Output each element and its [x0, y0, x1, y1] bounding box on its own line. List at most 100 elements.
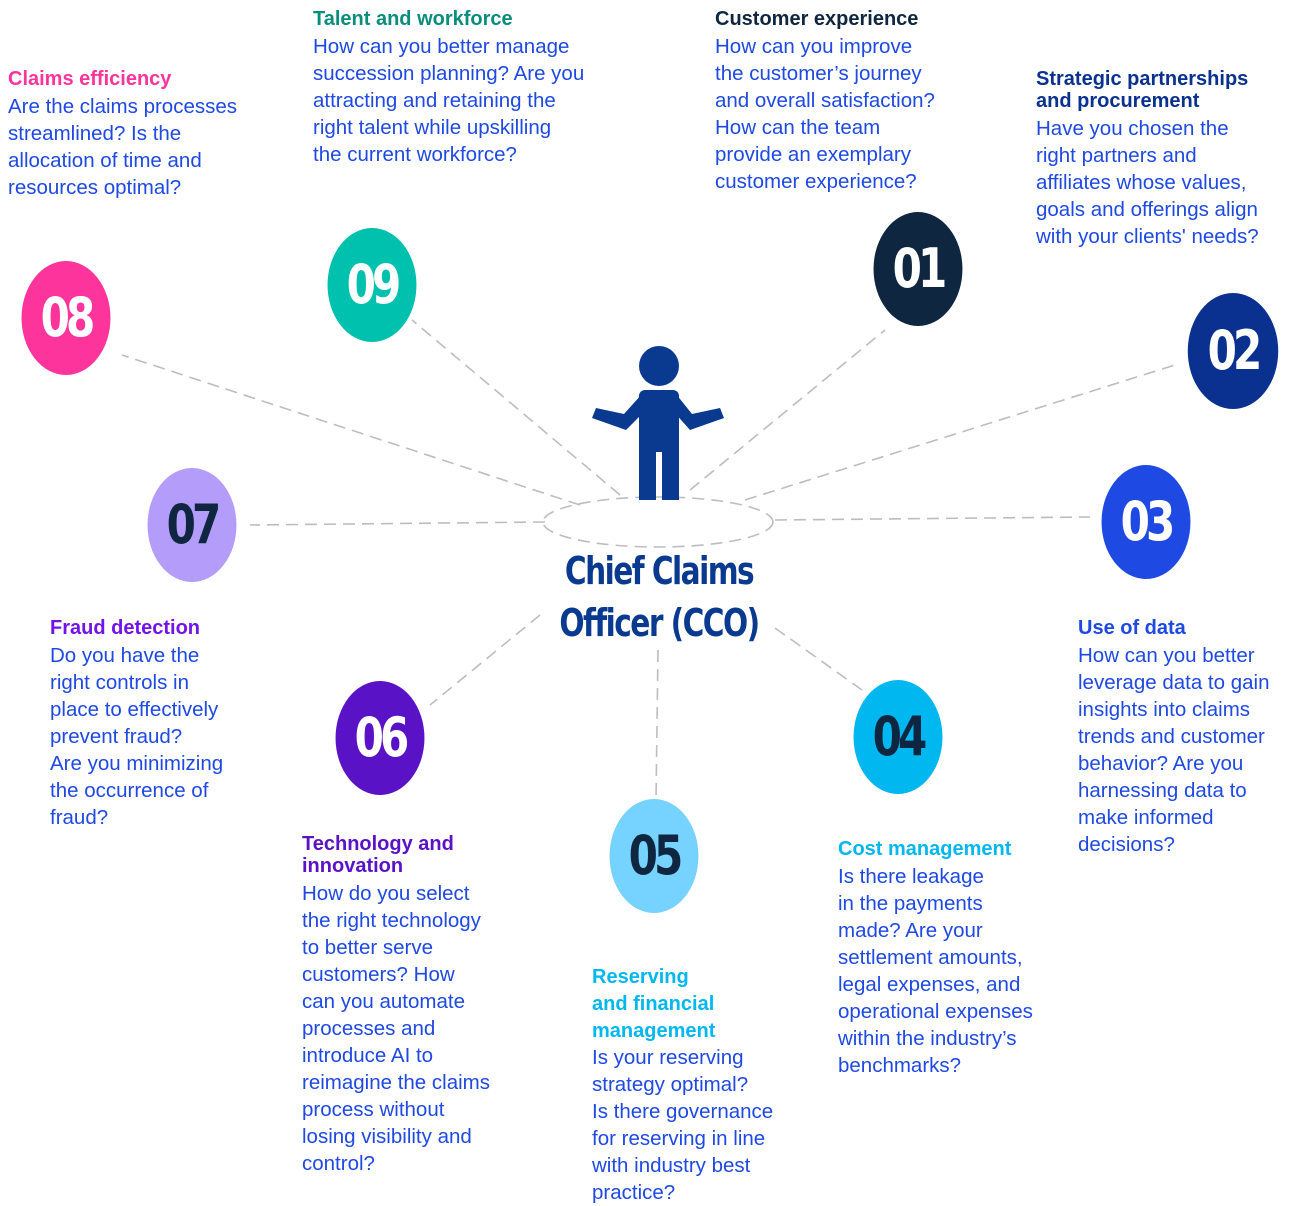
body-line: make informed [1078, 806, 1214, 829]
body-line: decisions? [1078, 833, 1175, 856]
block-title-07: Fraud detection [50, 617, 201, 639]
connector-08 [121, 354, 581, 506]
block-01: Customer experience How can you improve … [715, 8, 975, 195]
body-line: introduce AI to [302, 1044, 434, 1067]
body-line: behavior? Are you [1078, 752, 1244, 775]
circle-04: 04 [853, 680, 943, 794]
block-title-04: Cost management [838, 838, 1012, 860]
circle-03: 03 [1101, 465, 1191, 579]
cco-title-line2: Officer (CCO) [559, 601, 760, 645]
body-line: right talent while upskilling [313, 116, 552, 139]
block-08: Claims efficiency Are the claims process… [8, 68, 288, 201]
block-02: Strategic partnerships and procurement H… [1036, 68, 1298, 250]
body-line: resources optimal? [8, 176, 182, 199]
body-line: Is your reserving [592, 1046, 744, 1069]
block-title-02: Strategic partnerships and procurement [1036, 68, 1249, 112]
body-line: streamlined? Is the [8, 122, 182, 145]
block-06: Technology and innovation How do you sel… [302, 833, 532, 1177]
body-line: Are the claims processes [8, 95, 238, 118]
block-04: Cost management Is there leakage in the … [838, 838, 1068, 1079]
body-line: insights into claims [1078, 698, 1251, 721]
body-line: goals and offerings align [1036, 198, 1258, 221]
number-08: 08 [40, 286, 96, 349]
body-line: benchmarks? [838, 1054, 962, 1077]
block-title-06: Technology and innovation [302, 833, 454, 877]
body-line: Are you minimizing [50, 752, 224, 775]
body-line: can you automate [302, 990, 465, 1013]
body-line: the occurrence of [50, 779, 209, 802]
connector-04 [774, 627, 863, 691]
body-line: customer experience? [715, 170, 917, 193]
body-line: customers? How [302, 963, 455, 986]
number-05: 05 [628, 824, 684, 887]
connector-05 [655, 649, 659, 801]
connector-06 [429, 614, 541, 706]
body-line: allocation of time and [8, 149, 202, 172]
connector-09 [411, 319, 621, 496]
body-line: processes and [302, 1017, 436, 1040]
body-line: prevent fraud? [50, 725, 183, 748]
body-line: the customer’s journey [715, 62, 922, 85]
number-07: 07 [166, 493, 222, 556]
connector-02 [744, 364, 1176, 501]
circle-08: 08 [21, 261, 111, 375]
body-line: losing visibility and [302, 1125, 472, 1148]
circle-09: 09 [327, 228, 417, 342]
block-09: Talent and workforce How can you better … [313, 8, 633, 168]
circle-07: 07 [147, 468, 237, 582]
block-title-05: Reserving and financial management [592, 966, 716, 1042]
body-line: legal expenses, and [838, 973, 1021, 996]
body-line: practice? [592, 1181, 676, 1204]
block-title-08: Claims efficiency [8, 68, 172, 90]
number-04: 04 [872, 705, 928, 768]
body-line: reimagine the claims [302, 1071, 490, 1094]
body-line: the current workforce? [313, 143, 517, 166]
body-line: harnessing data to [1078, 779, 1247, 802]
connector-07 [249, 521, 546, 526]
body-line: settlement amounts, [838, 946, 1023, 969]
body-line: to better serve [302, 936, 434, 959]
body-line: succession planning? Are you [313, 62, 585, 85]
number-02: 02 [1207, 319, 1263, 382]
circle-06: 06 [335, 681, 425, 795]
body-line: control? [302, 1152, 375, 1175]
body-line: How do you select [302, 882, 470, 905]
body-line: strategy optimal? [592, 1073, 749, 1096]
body-line: process without [302, 1098, 445, 1121]
number-01: 01 [892, 237, 948, 300]
block-07: Fraud detection Do you have the right co… [50, 617, 280, 831]
block-03: Use of data How can you better leverage … [1078, 617, 1298, 858]
body-line: How can the team [715, 116, 881, 139]
body-line: How can you better manage [313, 35, 570, 58]
body-line: in the payments [838, 892, 983, 915]
connector-03 [774, 516, 1091, 521]
body-line: place to effectively [50, 698, 219, 721]
person-shrugging-icon [592, 346, 724, 500]
body-line: How can you better [1078, 644, 1255, 667]
body-line: operational expenses [838, 1000, 1033, 1023]
number-06: 06 [354, 706, 410, 769]
body-line: within the industry’s [838, 1027, 1017, 1050]
body-line: trends and customer [1078, 725, 1265, 748]
block-title-09: Talent and workforce [313, 8, 513, 30]
circle-05: 05 [609, 799, 699, 913]
body-line: leverage data to gain [1078, 671, 1270, 694]
connector-01 [689, 329, 886, 491]
center-ellipse [542, 496, 774, 548]
body-line: for reserving in line [592, 1127, 766, 1150]
cco-title-line1: Chief Claims [564, 549, 755, 593]
circle-02: 02 [1187, 293, 1279, 409]
body-line: How can you improve [715, 35, 913, 58]
body-line: affiliates whose values, [1036, 171, 1247, 194]
body-line: Do you have the [50, 644, 200, 667]
cco-title: Chief Claims Officer (CCO) [535, 545, 783, 649]
body-line: with your clients' needs? [1036, 225, 1259, 248]
number-09: 09 [346, 253, 402, 316]
body-line: attracting and retaining the [313, 89, 556, 112]
body-line: right controls in [50, 671, 190, 694]
block-title-01: Customer experience [715, 8, 919, 30]
body-line: provide an exemplary [715, 143, 911, 166]
body-line: Have you chosen the [1036, 117, 1229, 140]
block-05: Reserving and financial management Is yo… [592, 964, 812, 1206]
